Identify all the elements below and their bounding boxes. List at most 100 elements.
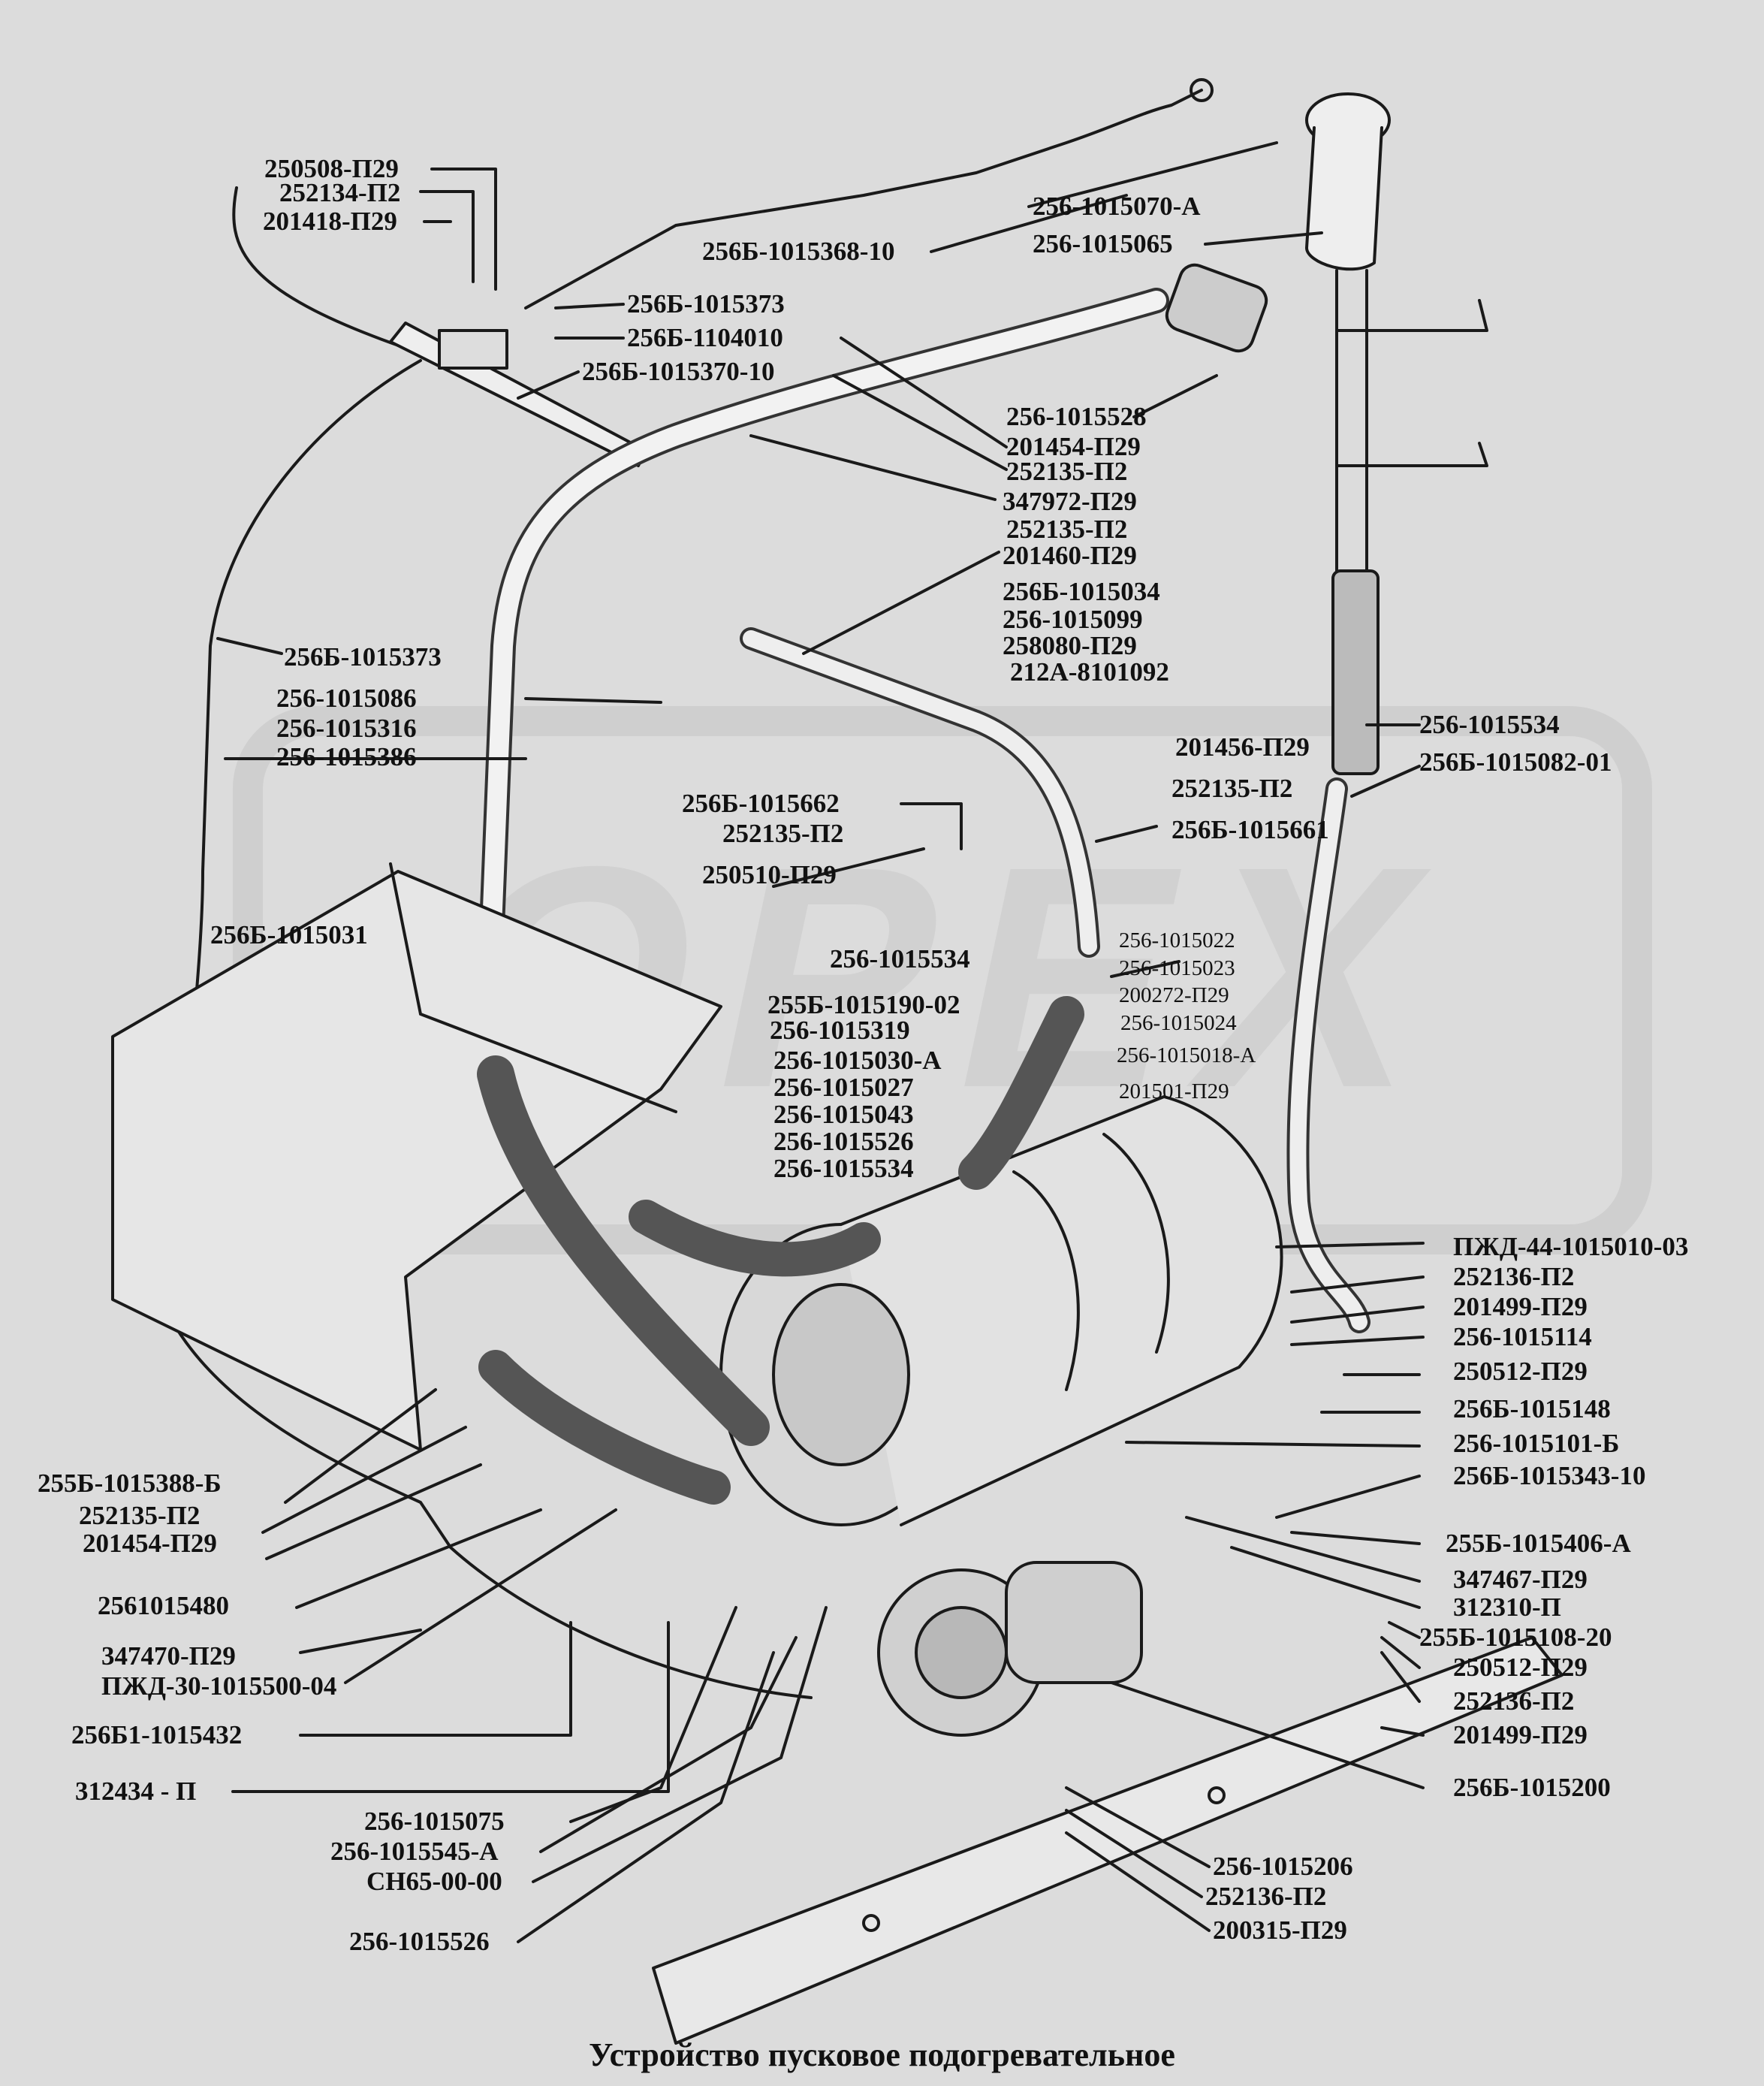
callout-label: 347467-П29 bbox=[1453, 1565, 1588, 1594]
heater-front-ring bbox=[772, 1283, 910, 1466]
callout-label: 201460-П29 bbox=[1003, 541, 1137, 570]
leader bbox=[1132, 374, 1218, 418]
fuel-line-bracket bbox=[389, 322, 647, 467]
vertical-hose bbox=[1331, 569, 1380, 775]
callout-label: 256-1015070-А bbox=[1033, 192, 1201, 221]
callout-label: ПЖД-30-1015500-04 bbox=[101, 1671, 337, 1701]
callout-label: 256Б-1015368-10 bbox=[702, 237, 895, 266]
blower-rotor bbox=[915, 1606, 1008, 1699]
leader bbox=[1380, 1726, 1425, 1737]
callout-label: 252134-П2 bbox=[279, 178, 401, 207]
callout-label: 201454-П29 bbox=[1006, 432, 1141, 461]
fuel-fitting bbox=[1190, 78, 1214, 102]
outlet-pipe-arch-inner bbox=[478, 291, 1166, 1031]
callout-label: 256Б-1104010 bbox=[627, 323, 783, 352]
callout-label: 256Б-1015661 bbox=[1171, 815, 1329, 844]
rubber-sleeve-top bbox=[1165, 263, 1268, 353]
callout-label: 255Б-1015406-А bbox=[1446, 1529, 1631, 1558]
callout-label: 256-1015316 bbox=[276, 714, 417, 743]
callout-label: 256Б-1015370-10 bbox=[582, 357, 775, 386]
callout-label: 256-1015534 bbox=[773, 1154, 914, 1183]
leader bbox=[1185, 1516, 1421, 1583]
leader bbox=[1065, 1809, 1203, 1898]
leader bbox=[299, 1621, 572, 1737]
callout-label: 256Б-1015031 bbox=[210, 920, 368, 949]
callout-label: 250512-П29 bbox=[1453, 1357, 1588, 1386]
callout-label: 312310-П bbox=[1453, 1592, 1561, 1622]
hose-mid bbox=[958, 996, 1084, 1190]
leader bbox=[1125, 1441, 1421, 1448]
callout-label: 212А-8101092 bbox=[1010, 657, 1169, 687]
leader bbox=[569, 1606, 737, 1823]
leader bbox=[1388, 1621, 1421, 1639]
callout-label: 252135-П2 bbox=[722, 819, 844, 848]
leader bbox=[261, 1426, 467, 1534]
callout-label: 201499-П29 bbox=[1453, 1720, 1588, 1749]
callout-label: 255Б-1015108-20 bbox=[1419, 1623, 1612, 1652]
base-hole bbox=[862, 1914, 880, 1932]
leader bbox=[930, 194, 1128, 253]
hose-cross bbox=[629, 1200, 881, 1277]
callout-label: 250508-П29 bbox=[264, 154, 399, 183]
leader bbox=[1290, 1306, 1425, 1324]
leader bbox=[1065, 1831, 1211, 1932]
callout-label: 256-1015086 bbox=[276, 684, 417, 713]
leader bbox=[1230, 1546, 1421, 1609]
callout-label: 252135-П2 bbox=[1006, 515, 1128, 544]
small-pipe-inner bbox=[743, 630, 1097, 955]
callout-label: 250512-П29 bbox=[1453, 1653, 1588, 1682]
leader bbox=[430, 168, 497, 291]
base-hole bbox=[1208, 1786, 1226, 1804]
leader bbox=[1380, 1651, 1421, 1703]
heater-bands bbox=[1012, 1133, 1170, 1391]
engine-edge bbox=[389, 862, 677, 1113]
leader bbox=[295, 1508, 542, 1609]
callout-label: 200315-П29 bbox=[1213, 1915, 1347, 1945]
leader bbox=[419, 190, 475, 283]
callout-label: 256-1015386 bbox=[276, 742, 417, 771]
callout-label: 201454-П29 bbox=[83, 1529, 217, 1558]
callout-label: 201501-П29 bbox=[1119, 1079, 1229, 1103]
leader bbox=[1275, 1242, 1425, 1248]
callout-label: 256-1015526 bbox=[773, 1127, 914, 1156]
motor bbox=[1005, 1561, 1143, 1684]
callout-label: СН65-00-00 bbox=[366, 1867, 502, 1896]
callout-label: 256-1015534 bbox=[1419, 710, 1560, 739]
fuel-line-top bbox=[524, 89, 1203, 309]
hose-lower bbox=[478, 1350, 731, 1505]
callout-label: 256Б-1015148 bbox=[1453, 1394, 1611, 1423]
callout-label: 256Б-1015373 bbox=[627, 289, 785, 318]
callout-label: 256-1015545-А bbox=[330, 1837, 499, 1866]
callout-label: 252135-П2 bbox=[1171, 774, 1293, 803]
callout-label: 256-1015526 bbox=[349, 1927, 490, 1956]
leader bbox=[1065, 1786, 1211, 1868]
fuel-line-clamp bbox=[438, 329, 508, 370]
callout-label: 256-1015018-А bbox=[1117, 1043, 1256, 1067]
leader bbox=[517, 1651, 775, 1943]
leader bbox=[840, 337, 1008, 448]
callout-label: 256-1015099 bbox=[1003, 605, 1143, 634]
leader bbox=[299, 1629, 422, 1654]
leader bbox=[524, 697, 662, 704]
callout-label: ПЖД-44-1015010-03 bbox=[1453, 1232, 1689, 1261]
callout-label: 256Б-1015662 bbox=[682, 789, 840, 818]
leader bbox=[517, 370, 580, 400]
callout-label: 256-1015528 bbox=[1006, 402, 1147, 431]
hose-left bbox=[477, 1055, 770, 1446]
callout-label: 200272-П29 bbox=[1119, 983, 1229, 1007]
tank-brackets bbox=[1335, 299, 1488, 467]
callout-label: 256-1015319 bbox=[770, 1016, 910, 1045]
leader bbox=[265, 1463, 482, 1560]
leader bbox=[749, 434, 997, 501]
leader bbox=[1110, 1681, 1425, 1789]
leader bbox=[772, 847, 925, 888]
leader bbox=[1027, 141, 1278, 208]
callout-label: 256-1015206 bbox=[1213, 1852, 1353, 1881]
callout-label: 256Б-1015343-10 bbox=[1453, 1461, 1646, 1490]
callout-label: 256Б-1015034 bbox=[1003, 577, 1160, 606]
leader bbox=[1110, 960, 1181, 978]
callout-label: 256Б1-1015432 bbox=[71, 1720, 243, 1749]
leader bbox=[1290, 1531, 1421, 1545]
callout-label: 255Б-1015190-02 bbox=[767, 990, 960, 1019]
